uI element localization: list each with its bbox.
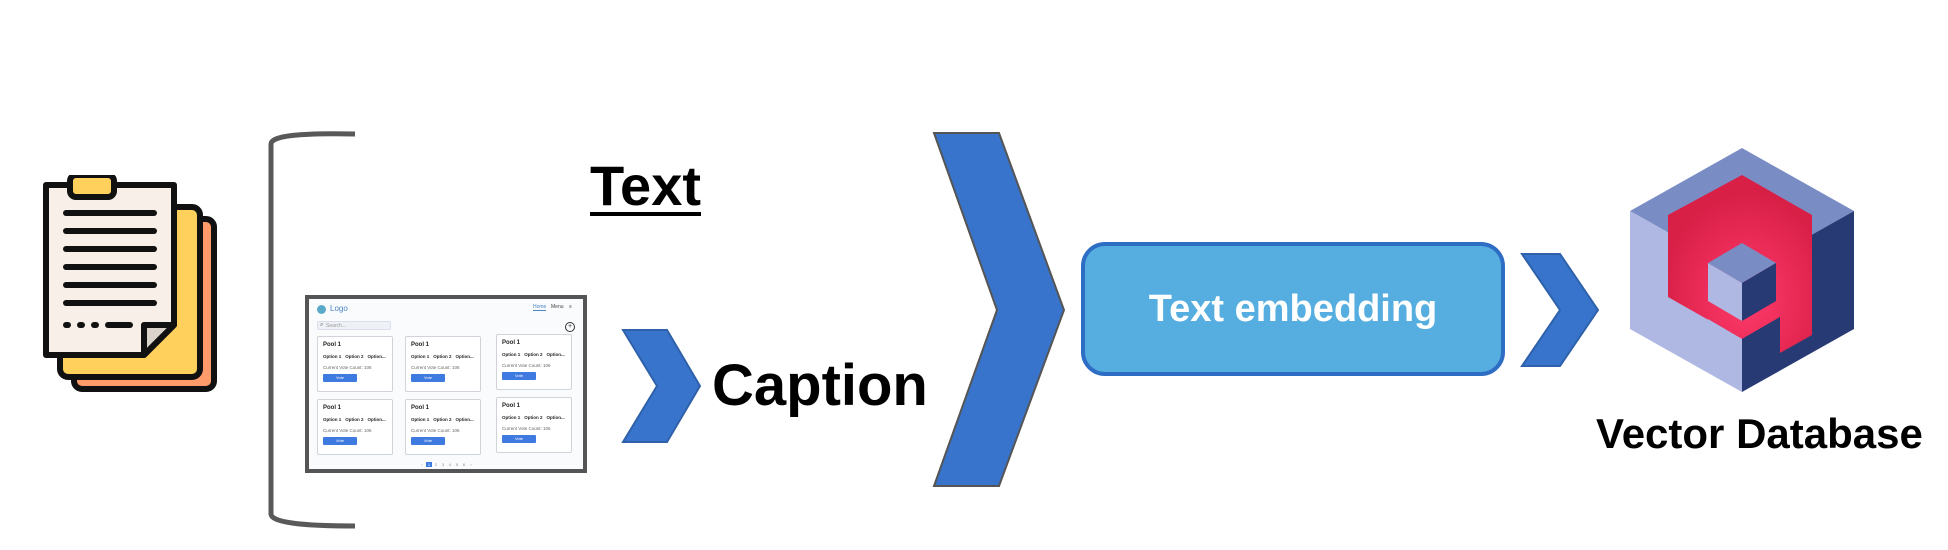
vote-button[interactable]: Vote	[323, 437, 357, 445]
vote-button[interactable]: Vote	[502, 372, 536, 380]
hamburger-icon[interactable]: ≡	[569, 304, 572, 310]
pager-page[interactable]: 6	[462, 462, 466, 467]
nav-home[interactable]: Home	[533, 304, 547, 311]
card-title: Pool 1	[502, 403, 521, 409]
vote-button[interactable]: Vote	[323, 374, 357, 382]
search-icon: ⌕	[320, 322, 324, 328]
ui-screenshot-thumbnail: Logo Home Menu ≡ ⌕ Search... + Pool 1 Op…	[305, 295, 587, 473]
add-button[interactable]: +	[565, 322, 575, 332]
pager-page[interactable]: 2	[434, 462, 438, 467]
search-input[interactable]: ⌕ Search...	[317, 321, 391, 330]
card-vote-count: Current Vote Count: 106	[502, 426, 551, 431]
card-vote-count: Current Vote Count: 106	[323, 365, 372, 370]
card-vote-count: Current Vote Count: 106	[502, 363, 551, 368]
vote-button[interactable]: Vote	[411, 374, 445, 382]
card-title: Pool 1	[323, 342, 342, 348]
card-title: Pool 1	[411, 405, 430, 411]
bracket	[268, 131, 356, 529]
pager-prev[interactable]: ‹	[421, 462, 423, 467]
pager-page[interactable]: 4	[448, 462, 452, 467]
card-vote-count: Current Vote Count: 106	[323, 428, 372, 433]
card-vote-count: Current Vote Count: 106	[411, 428, 460, 433]
text-embedding-box: Text embedding	[1081, 242, 1505, 376]
text-label: Text	[590, 154, 701, 217]
documents-icon	[43, 175, 217, 392]
vector-database-label: Vector Database	[1596, 410, 1923, 457]
logo-text: Logo	[330, 304, 348, 313]
pager-page[interactable]: 3	[441, 462, 445, 467]
card-title: Pool 1	[411, 342, 430, 348]
logo-icon	[317, 305, 326, 314]
search-placeholder: Search...	[326, 323, 347, 329]
vote-button[interactable]: Vote	[502, 435, 536, 443]
pager-page[interactable]: 5	[455, 462, 459, 467]
card-title: Pool 1	[323, 405, 342, 411]
chevron-arrow-icon	[932, 132, 1066, 487]
pager-page[interactable]: 1	[426, 462, 432, 467]
text-embedding-label: Text embedding	[1148, 287, 1438, 330]
vote-button[interactable]: Vote	[411, 437, 445, 445]
pager-next[interactable]: ›	[470, 462, 472, 467]
nav-menu[interactable]: Menu	[551, 304, 564, 310]
chevron-arrow-icon	[621, 329, 702, 443]
card-title: Pool 1	[502, 340, 521, 346]
vector-database-cube-icon	[1630, 148, 1854, 392]
caption-label: Caption	[712, 353, 928, 418]
chevron-arrow-icon	[1520, 253, 1600, 367]
card-vote-count: Current Vote Count: 106	[411, 365, 460, 370]
